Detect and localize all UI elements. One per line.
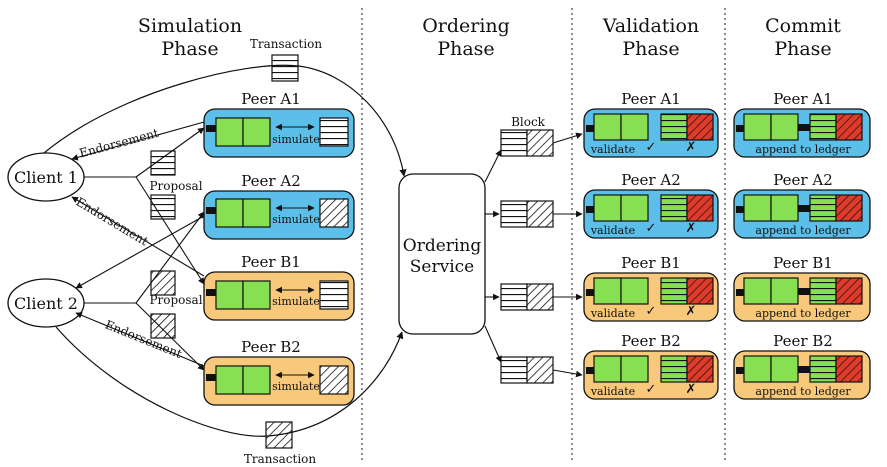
- sim-peer-b1-simulate: simulate: [272, 295, 320, 308]
- client-2-label: Client 2: [14, 294, 78, 313]
- sim-peer-a2-label: Peer A2: [241, 172, 301, 190]
- val-phase-title-2: Phase: [622, 38, 679, 60]
- val-peer-b2-label: Peer B2: [621, 332, 681, 350]
- endorsement-b1-label: Endorsement: [74, 195, 151, 249]
- block-4: [500, 356, 554, 384]
- val-peer-b1-label: Peer B1: [621, 254, 681, 272]
- endorsement-a1-label: Endorsement: [78, 126, 160, 161]
- com-peer-a2: [733, 189, 871, 239]
- val-peer-a1-label: Peer A1: [621, 90, 681, 108]
- sim-peer-b2-label: Peer B2: [241, 338, 301, 356]
- sim-peer-b1-label: Peer B1: [241, 253, 301, 271]
- val-peer-b2: ✓ ✗: [583, 350, 719, 400]
- com-peer-b2-label: Peer B2: [773, 332, 833, 350]
- val-peer-b1: ✓ ✗: [583, 272, 719, 322]
- sim-peer-a1: [203, 108, 355, 158]
- val-peer-b1-validate: validate: [590, 307, 635, 320]
- val-peer-a2-validate: validate: [590, 224, 635, 237]
- svg-text:✗: ✗: [686, 382, 697, 397]
- val-peer-a1-validate: validate: [590, 143, 635, 156]
- ord-phase-title-1: Ordering: [422, 15, 510, 37]
- block-label: Block: [511, 115, 546, 129]
- val-peer-a1: ✓ ✗: [583, 108, 719, 158]
- proposal-1-label: Proposal: [149, 179, 202, 193]
- ordering-service-label-1: Ordering: [403, 236, 482, 256]
- svg-text:✓: ✓: [646, 140, 657, 155]
- sim-peer-a1-label: Peer A1: [241, 90, 301, 108]
- com-peer-b1-append: append to ledger: [755, 307, 851, 320]
- proposal-2b-icon: [150, 313, 176, 339]
- com-peer-a2-append: append to ledger: [755, 224, 851, 237]
- com-peer-a2-label: Peer A2: [773, 171, 833, 189]
- proposal-2-label: Proposal: [149, 293, 202, 307]
- sim-peer-b2: [203, 356, 355, 406]
- sim-phase-title-1: Simulation: [138, 15, 242, 37]
- sim-phase-title-2: Phase: [161, 38, 218, 60]
- svg-text:✓: ✓: [646, 382, 657, 397]
- svg-text:✗: ✗: [686, 221, 697, 236]
- svg-text:✓: ✓: [646, 221, 657, 236]
- com-peer-b2: [733, 350, 871, 400]
- transaction-bottom-label: Transaction: [244, 452, 317, 466]
- val-peer-a2: ✓ ✗: [583, 189, 719, 239]
- ord-phase-title-2: Phase: [437, 38, 494, 60]
- ordering-service: [398, 173, 486, 335]
- svg-text:✗: ✗: [686, 140, 697, 155]
- com-phase-title-1: Commit: [765, 15, 841, 37]
- transaction-bottom-arrow: [55, 326, 404, 437]
- com-peer-a1-append: append to ledger: [755, 143, 851, 156]
- com-peer-a1-label: Peer A1: [773, 90, 833, 108]
- transaction-top-arrow: [43, 64, 407, 177]
- sim-peer-a2-simulate: simulate: [272, 213, 320, 226]
- sim-peer-a1-simulate: simulate: [272, 133, 320, 146]
- com-peer-b2-append: append to ledger: [755, 385, 851, 398]
- val-peer-b2-validate: validate: [590, 385, 635, 398]
- proposal-2a-icon: [150, 270, 176, 296]
- com-peer-a1: [733, 108, 871, 158]
- transaction-top-label: Transaction: [250, 37, 323, 51]
- transaction-top-icon: [271, 54, 299, 82]
- client-1-label: Client 1: [14, 168, 78, 187]
- sim-peer-b2-simulate: simulate: [272, 380, 320, 393]
- block-2: [500, 200, 554, 228]
- sim-peer-a2: [203, 190, 355, 240]
- com-peer-b1-label: Peer B1: [773, 254, 833, 272]
- svg-text:✓: ✓: [646, 304, 657, 319]
- com-phase-title-2: Phase: [774, 38, 831, 60]
- val-peer-a2-label: Peer A2: [621, 171, 681, 189]
- sim-peer-b1: [203, 271, 355, 321]
- com-peer-b1: [733, 272, 871, 322]
- ordering-service-label-2: Service: [410, 257, 474, 277]
- block-3: [500, 283, 554, 311]
- val-phase-title-1: Validation: [602, 15, 699, 37]
- svg-text:✗: ✗: [686, 304, 697, 319]
- block-1: [500, 129, 554, 157]
